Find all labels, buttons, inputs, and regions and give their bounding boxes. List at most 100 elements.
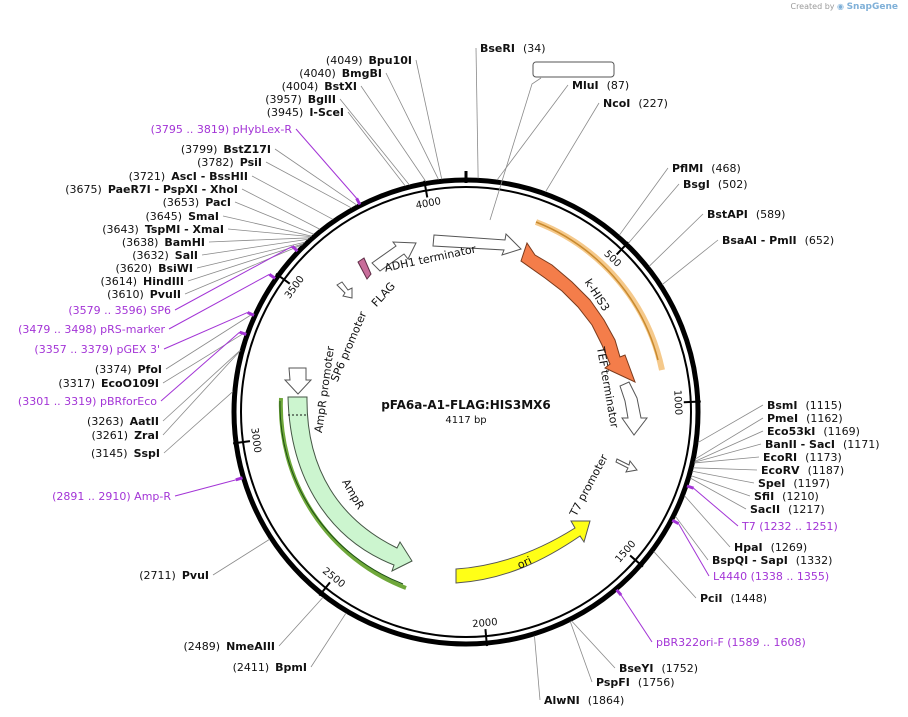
enzyme-site-bsgi[interactable]: BsgI(502) — [683, 178, 748, 191]
enzyme-name: Bpu10I — [369, 54, 413, 67]
enzyme-site-bmgbi[interactable]: (4040)BmgBI — [299, 67, 382, 80]
enzyme-site-smai[interactable]: (3645)SmaI — [146, 210, 219, 223]
enzyme-site-psii[interactable]: (3782)PsiI — [197, 156, 262, 169]
enzyme-name: NcoI — [603, 97, 630, 110]
tick-mark-4000 — [423, 180, 429, 198]
primer-3357-3379-pgex-3[interactable]: (3357 .. 3379) pGEX 3' — [34, 343, 160, 356]
enzyme-site-bstapi[interactable]: BstAPI(589) — [707, 208, 785, 221]
enzyme-site-hindiii[interactable]: (3614)HindIII — [100, 275, 184, 288]
enzyme-site-eco53ki[interactable]: Eco53kI(1169) — [767, 425, 860, 438]
enzyme-site-paer7i-pspxi-xhoi[interactable]: (3675)PaeR7I - PspXI - XhoI — [65, 183, 238, 196]
ampr-promoter-feature[interactable] — [283, 367, 313, 395]
enzyme-site-bamhi[interactable]: (3638)BamHI — [122, 236, 205, 249]
enzyme-site-bsmi[interactable]: BsmI(1115) — [767, 399, 842, 412]
enzyme-site-pvuii[interactable]: (3610)PvuII — [107, 288, 181, 301]
enzyme-site-pcii[interactable]: PciI(1448) — [700, 592, 767, 605]
enzyme-position: (3610) — [107, 288, 144, 301]
lead-psii — [265, 161, 352, 209]
enzyme-site-nmeaiii[interactable]: (2489)NmeAIII — [184, 640, 276, 653]
adh1-terminator-feature-left[interactable] — [371, 241, 417, 272]
primer-lead-3479-3498-prs-marker — [168, 273, 270, 330]
primer-3795-3819-phyblex-r[interactable]: (3795 .. 3819) pHybLex-R — [151, 123, 293, 136]
tef-promoter-box[interactable] — [532, 61, 615, 78]
enzyme-name: EcoRI — [763, 451, 797, 464]
enzyme-site-pflmi[interactable]: PflMI(468) — [672, 162, 741, 175]
t7-promoter-feature[interactable] — [615, 458, 638, 473]
enzyme-site-bstxi[interactable]: (4004)BstXI — [282, 80, 357, 93]
enzyme-position: (1197) — [793, 477, 830, 490]
primer-3579-3596-sp6[interactable]: (3579 .. 3596) SP6 — [68, 304, 171, 317]
lead-bspqi-sapi — [675, 516, 709, 561]
tick-label-1000: 1000 — [671, 390, 683, 416]
enzyme-name: TspMI - XmaI — [145, 223, 224, 236]
primer-3479-3498-prs-marker[interactable]: (3479 .. 3498) pRS-marker — [18, 323, 165, 336]
lead-bsmi — [697, 404, 764, 443]
enzyme-site-ncoi[interactable]: NcoI(227) — [603, 97, 668, 110]
enzyme-site-bsiwi[interactable]: (3620)BsiWI — [115, 262, 193, 275]
enzyme-site-bstz17i[interactable]: (3799)BstZ17I — [181, 143, 271, 156]
enzyme-site-hpai[interactable]: HpaI(1269) — [734, 541, 807, 554]
ampr-feature[interactable] — [287, 396, 413, 572]
enzyme-site-sacii[interactable]: SacII(1217) — [750, 503, 825, 516]
lead-ecorv — [693, 467, 758, 471]
enzyme-site-pspfi[interactable]: PspFI(1756) — [596, 676, 674, 689]
enzyme-site-tspmi-xmai[interactable]: (3643)TspMI - XmaI — [102, 223, 224, 236]
enzyme-site-asci-bsshii[interactable]: (3721)AscI - BssHII — [129, 170, 248, 183]
lead-bpmi — [310, 612, 347, 668]
lead-alwni — [534, 635, 541, 701]
tick-label-4000: 4000 — [415, 196, 442, 211]
primer-3301-3319-pbrforeco[interactable]: (3301 .. 3319) pBRforEco — [18, 395, 157, 408]
lead-tspmi-xmai — [227, 228, 312, 238]
enzyme-position: (2711) — [139, 569, 176, 582]
enzyme-name: MluI — [572, 79, 599, 92]
lead-sacii — [690, 477, 747, 510]
primer-2891-2910-amp-r[interactable]: (2891 .. 2910) Amp-R — [52, 490, 171, 503]
enzyme-site-mlui[interactable]: MluI(87) — [572, 79, 629, 92]
enzyme-site-banii-saci[interactable]: BanII - SacI(1171) — [765, 438, 880, 451]
enzyme-site-i-scei[interactable]: (3945)I-SceI — [267, 106, 344, 119]
enzyme-site-sfii[interactable]: SfiI(1210) — [754, 490, 819, 503]
enzyme-site-bspqi-sapi[interactable]: BspQI - SapI(1332) — [712, 554, 832, 567]
enzyme-site-ecorv[interactable]: EcoRV(1187) — [761, 464, 844, 477]
enzyme-name: SspI — [134, 447, 160, 460]
enzyme-name: BseYI — [619, 662, 653, 675]
enzyme-site-pmei[interactable]: PmeI(1162) — [767, 412, 843, 425]
enzyme-site-bpu10i[interactable]: (4049)Bpu10I — [326, 54, 412, 67]
enzyme-site-spei[interactable]: SpeI(1197) — [758, 477, 830, 490]
enzyme-site-bseyi[interactable]: BseYI(1752) — [619, 662, 698, 675]
enzyme-site-bpmi[interactable]: (2411)BpmI — [233, 661, 307, 674]
plasmid-length: 4117 bp — [445, 415, 486, 426]
sp6-promoter-feature[interactable] — [336, 281, 353, 299]
primer-l4440-1338-1355[interactable]: L4440 (1338 .. 1355) — [713, 570, 829, 583]
enzyme-site-sspi[interactable]: (3145)SspI — [91, 447, 160, 460]
enzyme-site-zrai[interactable]: (3261)ZraI — [92, 429, 160, 442]
primer-pbr322ori-f-1589-1608[interactable]: pBR322ori-F (1589 .. 1608) — [656, 636, 806, 649]
ori-feature[interactable] — [455, 520, 591, 584]
enzyme-name: SalI — [175, 249, 198, 262]
enzyme-site-bseri[interactable]: BseRI(34) — [480, 42, 546, 55]
enzyme-name: PaeR7I - PspXI - XhoI — [108, 183, 238, 196]
enzyme-name: AlwNI — [544, 694, 580, 707]
enzyme-site-pvui[interactable]: (2711)PvuI — [139, 569, 209, 582]
enzyme-site-sali[interactable]: (3632)SalI — [132, 249, 198, 262]
enzyme-site-ecoo109i[interactable]: (3317)EcoO109I — [58, 377, 159, 390]
ori-label: ori — [515, 554, 533, 572]
enzyme-site-bglii[interactable]: (3957)BglII — [265, 93, 336, 106]
enzyme-name: PmeI — [767, 412, 798, 425]
k-his3-feature[interactable] — [520, 241, 636, 383]
enzyme-site-paci[interactable]: (3653)PacI — [163, 196, 231, 209]
enzyme-site-pfoi[interactable]: (3374)PfoI — [95, 363, 162, 376]
enzyme-name: EcoO109I — [101, 377, 159, 390]
enzyme-site-ecori[interactable]: EcoRI(1173) — [763, 451, 842, 464]
enzyme-site-bsaai-pmli[interactable]: BsaAI - PmlI(652) — [722, 234, 834, 247]
enzyme-site-alwni[interactable]: AlwNI(1864) — [544, 694, 624, 707]
primer-t7-1232-1251[interactable]: T7 (1232 .. 1251) — [741, 520, 838, 533]
adh1-terminator-feature-right[interactable] — [432, 232, 522, 256]
flag-tag-feature[interactable] — [357, 257, 372, 280]
primer-mark-l4440-1338-1355 — [671, 518, 680, 525]
enzyme-name: BmgBI — [342, 67, 382, 80]
lead-bsgi — [627, 183, 680, 244]
primer-lead-3301-3319-pbrforeco — [160, 331, 241, 402]
tef-terminator-feature[interactable] — [619, 381, 649, 436]
enzyme-site-aatii[interactable]: (3263)AatII — [87, 415, 159, 428]
